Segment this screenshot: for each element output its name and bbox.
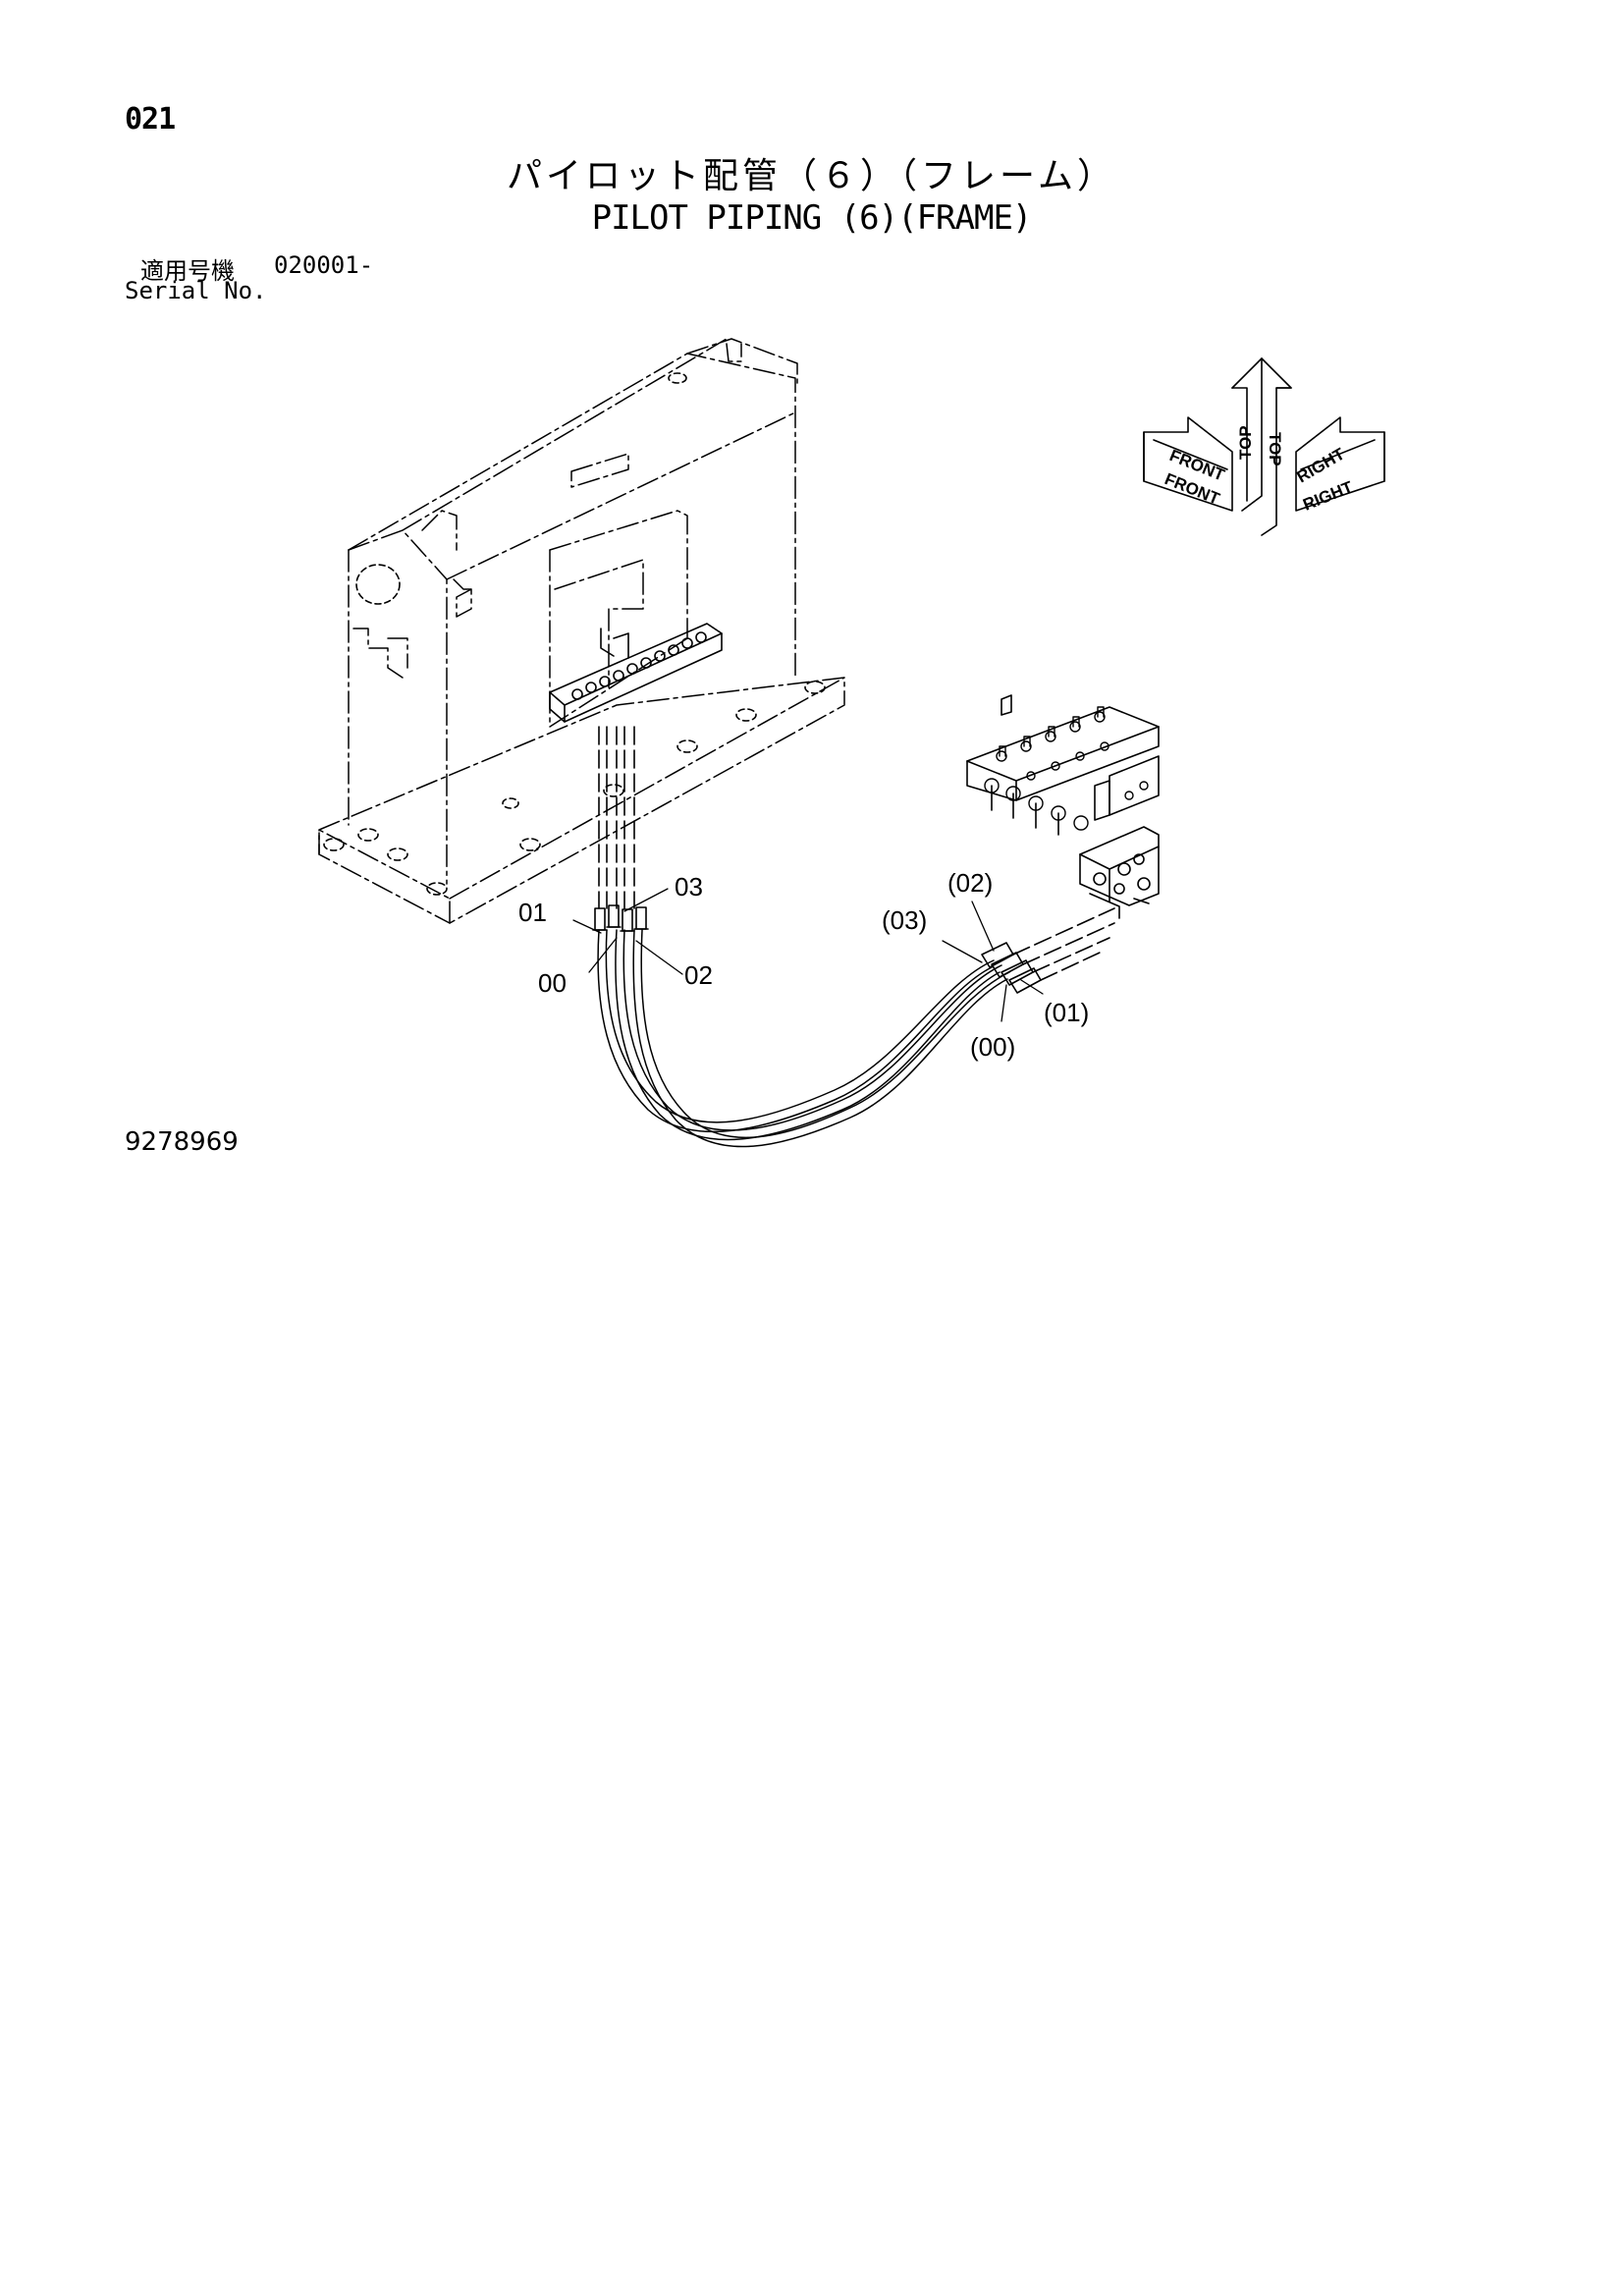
orient-label-top-left: TOP	[1236, 425, 1255, 460]
hose-clamp-bracket	[549, 623, 723, 723]
pilot-valve-lower	[1079, 826, 1160, 919]
callout-paren-01: (01)	[1044, 998, 1089, 1027]
callout-leader-lines	[572, 888, 1044, 1022]
callout-00: 00	[538, 968, 567, 998]
hose-fittings-left	[592, 904, 649, 932]
page-title-english: PILOT PIPING (6)(FRAME)	[591, 198, 1033, 238]
serial-label-japanese: 適用号機	[140, 257, 235, 285]
connection-lines-to-valve	[1012, 907, 1115, 981]
drawing-number: 9278969	[125, 1127, 239, 1157]
frame-bolt-holes	[323, 372, 826, 896]
page-number: 021	[125, 102, 176, 137]
pilot-pipes-vertical	[598, 726, 635, 909]
callout-paren-00: (00)	[970, 1032, 1015, 1062]
frame-phantom-outline	[318, 338, 845, 924]
callout-01: 01	[518, 898, 547, 927]
pilot-valve-upper	[966, 694, 1160, 836]
page-title-japanese: パイロット配管（６）（フレーム）	[507, 156, 1116, 196]
callout-paren-03: (03)	[882, 905, 927, 935]
orientation-arrows	[1143, 357, 1385, 536]
serial-label-english: Serial No.	[125, 277, 267, 304]
callout-03: 03	[675, 872, 703, 902]
callout-paren-02: (02)	[947, 868, 993, 898]
serial-range: 020001-	[274, 251, 374, 279]
pilot-hose-bundle	[597, 929, 1010, 1148]
callout-02: 02	[684, 960, 713, 990]
orient-label-top-right: TOP	[1266, 432, 1284, 466]
orientation-labels: TOP TOP FRONT FRONT RIGHT RIGHT	[1163, 425, 1357, 514]
